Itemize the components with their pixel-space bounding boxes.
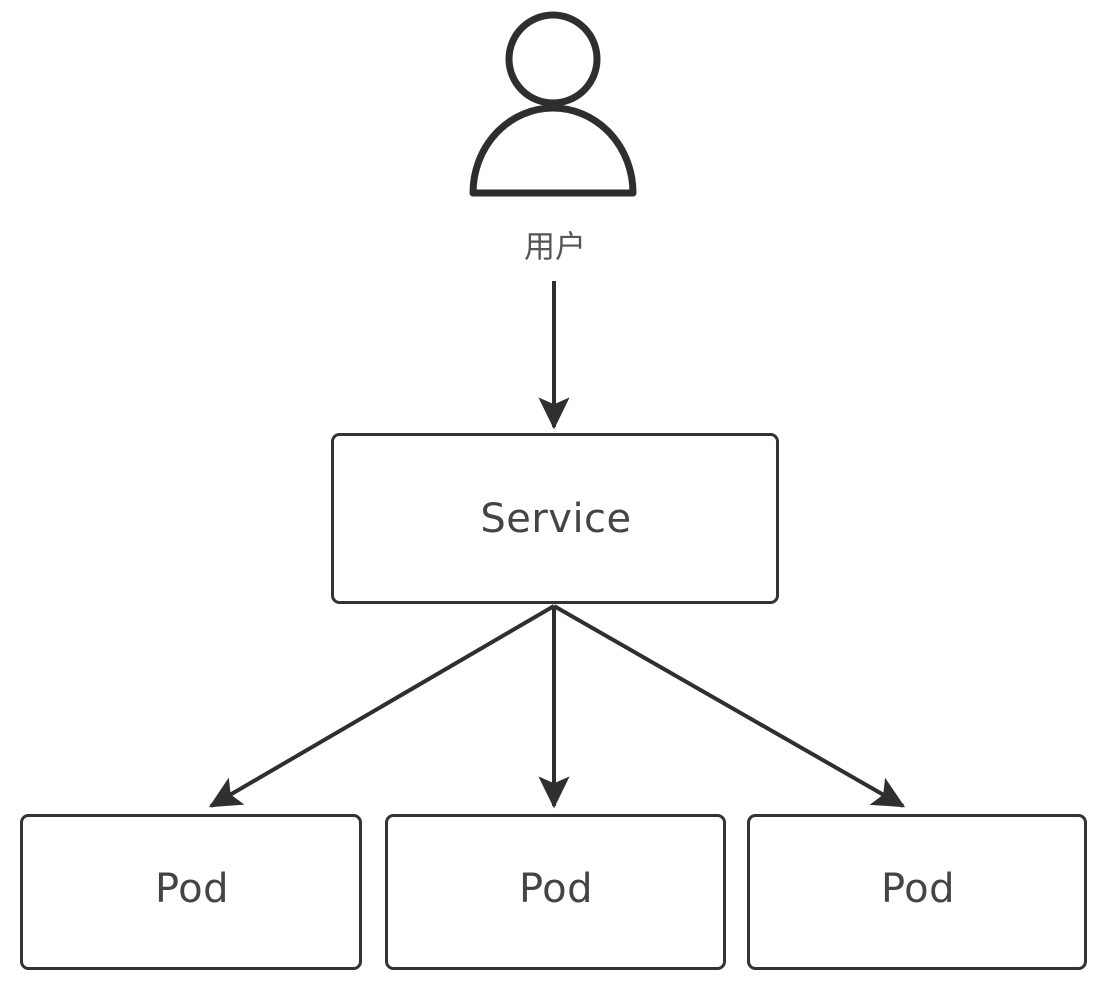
edge-service-to-pod-3 bbox=[553, 604, 906, 808]
user-actor-icon bbox=[469, 11, 637, 197]
pod-1-box[interactable] bbox=[20, 814, 362, 970]
pod-1-label: Pod bbox=[155, 866, 229, 912]
node-pod-3[interactable]: Pod bbox=[747, 814, 1087, 970]
pod-3-box[interactable] bbox=[747, 814, 1087, 970]
pod-2-label: Pod bbox=[519, 866, 593, 912]
pod-2-box[interactable] bbox=[385, 814, 726, 970]
node-service[interactable]: Service bbox=[331, 433, 779, 604]
service-label: Service bbox=[480, 496, 631, 542]
service-box[interactable] bbox=[331, 433, 779, 604]
edge-service-to-pod-1 bbox=[208, 604, 556, 808]
node-pod-2[interactable]: Pod bbox=[385, 814, 726, 970]
node-pod-1[interactable]: Pod bbox=[20, 814, 362, 970]
pod-3-label: Pod bbox=[881, 866, 955, 912]
actor-label: 用户 bbox=[524, 230, 586, 266]
